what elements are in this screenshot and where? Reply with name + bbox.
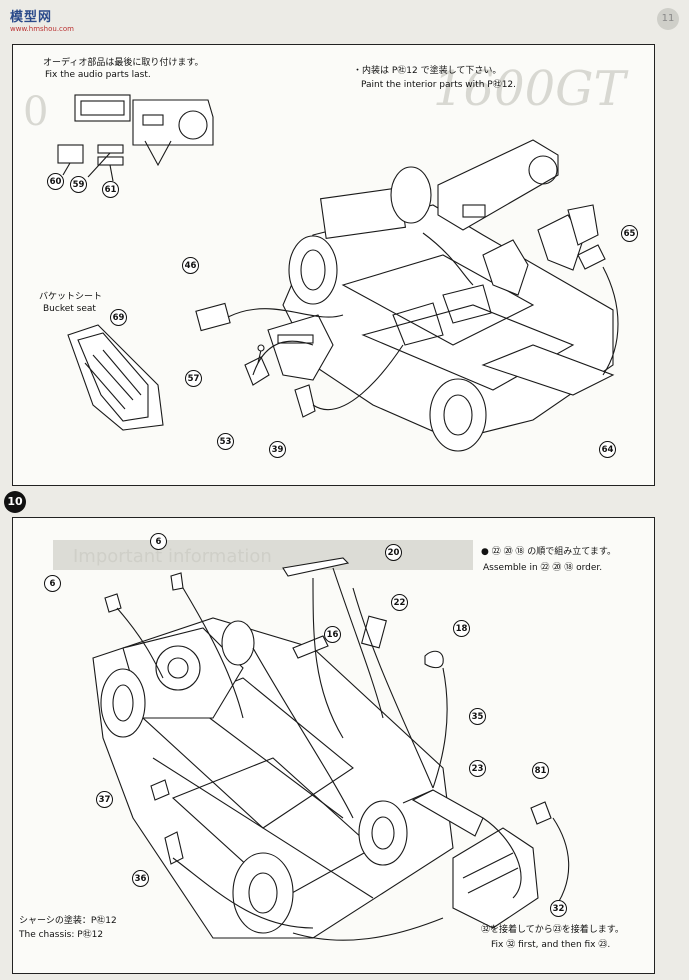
step-number-badge: 10 [4, 491, 26, 513]
chassis-drawing: Important information [53, 540, 570, 941]
part-number: 16 [324, 626, 341, 643]
logo-text: 模型网 [10, 10, 53, 25]
part-number: 46 [182, 257, 199, 274]
logo-url: www.hmshou.com [10, 25, 74, 33]
part-number: 65 [621, 225, 638, 242]
chassis-paint-en: The chassis: P㊓12 [19, 930, 104, 940]
interior-note-jp: ・内装は P㊓12 で塗装して下さい。 [353, 66, 502, 76]
chassis-underside-drawing [92, 557, 570, 941]
page-corner-mark: 11 [657, 8, 679, 30]
part-number: 35 [469, 708, 486, 725]
part-number: 20 [385, 544, 402, 561]
audio-note-en: Fix the audio parts last. [45, 70, 151, 80]
interior-note-en: Paint the interior parts with P㊓12. [361, 80, 517, 90]
part-number: 53 [217, 433, 234, 450]
part-number: 6 [150, 533, 167, 550]
part-number: 37 [96, 791, 113, 808]
part-number: 39 [269, 441, 286, 458]
interior-drawing: 1600GT 0 [23, 61, 629, 452]
dashboard-thumbnail [57, 94, 214, 182]
part-number: 64 [599, 441, 616, 458]
svg-text:Important information: Important information [73, 546, 272, 567]
chassis-paint-jp: シャーシの塗装：P㊓12 [19, 916, 117, 926]
part-number: 23 [469, 760, 486, 777]
part-number: 32 [550, 900, 567, 917]
audio-note-jp: オーディオ部品は最後に取り付けます。 [43, 58, 204, 68]
panel-chassis-assembly: Important information [12, 517, 655, 974]
svg-text:1600GT: 1600GT [433, 61, 629, 117]
bucket-seat-label-en: Bucket seat [43, 304, 96, 314]
panel-interior-assembly: 1600GT 0 [12, 44, 655, 486]
part-number: 6 [44, 575, 61, 592]
part-number: 61 [102, 181, 119, 198]
svg-text:0: 0 [23, 89, 48, 135]
order-note-jp: ● ㉒ ⑳ ⑱ の順で組み立てます。 [481, 547, 616, 557]
bucket-seat-label-jp: バケットシート [39, 292, 103, 302]
part-number: 60 [47, 173, 64, 190]
part-number: 57 [185, 370, 202, 387]
chassis-interior-drawing [67, 139, 619, 452]
part-number: 36 [132, 870, 149, 887]
fix-note-jp: ㉜を接着してから㉓を接着します。 [481, 925, 624, 935]
order-note-en: Assemble in ㉒ ⑳ ⑱ order. [483, 563, 603, 573]
fix-note-en: Fix ㉜ first, and then fix ㉓. [491, 940, 611, 950]
part-number: 22 [391, 594, 408, 611]
part-number: 81 [532, 762, 549, 779]
part-number: 69 [110, 309, 127, 326]
part-number: 59 [70, 176, 87, 193]
site-logo: 模型网 www.hmshou.com [10, 6, 74, 33]
part-number: 18 [453, 620, 470, 637]
